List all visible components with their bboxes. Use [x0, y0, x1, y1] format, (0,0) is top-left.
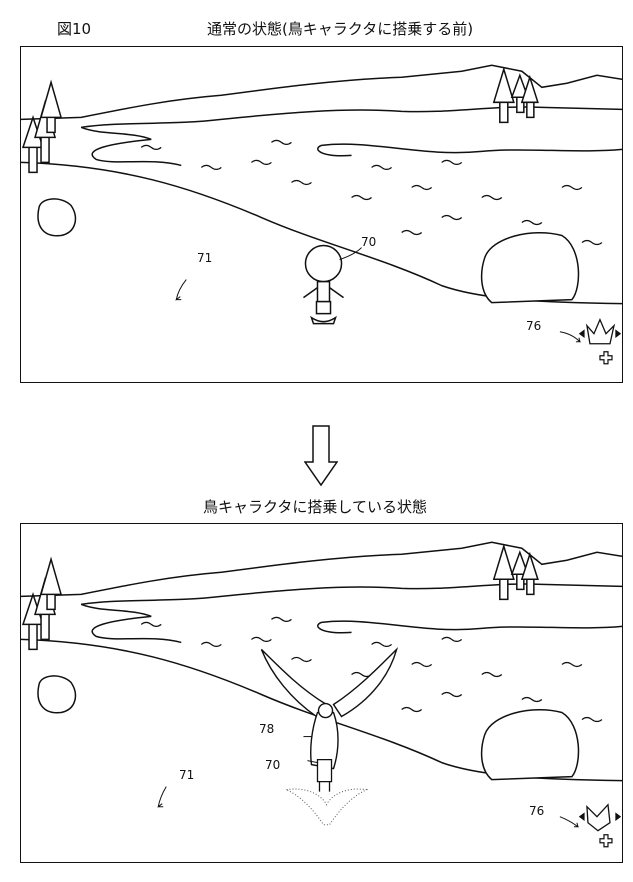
- label-78: 78: [259, 722, 275, 736]
- bird-shadow: [284, 788, 369, 826]
- dpad-icon: [599, 834, 613, 848]
- landscape-scene: [21, 64, 622, 365]
- dpad-icon: [599, 351, 613, 365]
- landscape-scene: [21, 541, 622, 848]
- bird-character: [260, 647, 399, 770]
- player-character: [303, 244, 344, 325]
- bottom-panel-riding-state: 78 70 71 76: [20, 523, 623, 863]
- label-76: 76: [529, 804, 545, 818]
- label-71: 71: [179, 768, 195, 782]
- bird-icon: [578, 318, 622, 345]
- label-71: 71: [197, 251, 213, 265]
- bottom-panel-title: 鳥キャラクタに搭乗している状態: [203, 498, 427, 516]
- player-character-riding: [316, 758, 333, 792]
- label-70: 70: [361, 235, 377, 249]
- figure-label: 図10: [57, 20, 92, 38]
- top-panel-normal-state: 70 71 76: [20, 46, 623, 383]
- top-panel-title: 通常の状態(鳥キャラクタに搭乗する前): [206, 20, 474, 38]
- label-76: 76: [526, 319, 542, 333]
- label-70: 70: [265, 758, 281, 772]
- bird-icon: [578, 803, 622, 832]
- down-arrow-icon: [304, 425, 338, 487]
